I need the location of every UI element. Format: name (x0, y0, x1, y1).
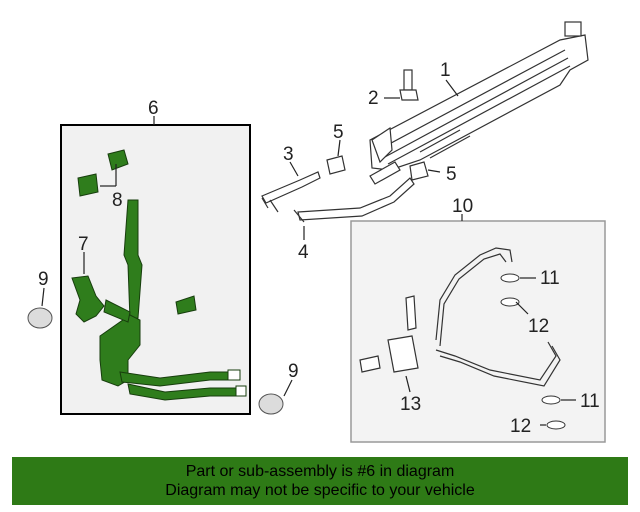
seal-part-12a[interactable] (500, 297, 520, 307)
oil-cooler-part-1[interactable] (369, 21, 589, 185)
oil-cooler-line-assembly[interactable] (99, 199, 241, 401)
callout-1: 1 (440, 60, 451, 81)
bolt-part-2[interactable] (399, 69, 419, 101)
grommet-part-9a[interactable] (27, 307, 53, 329)
seal-part-12b[interactable] (546, 420, 566, 430)
callout-3: 3 (283, 144, 294, 165)
callout-7: 7 (78, 234, 89, 255)
clamp-part-5a[interactable] (326, 155, 346, 175)
fitting-tip-1 (227, 369, 247, 397)
clip-small[interactable] (175, 295, 197, 315)
footer-line-2: Diagram may not be specific to your vehi… (165, 482, 475, 499)
callout-12a: 12 (528, 316, 549, 337)
o-ring-part-11a[interactable] (500, 273, 520, 283)
callout-5a: 5 (333, 122, 344, 143)
callout-11a: 11 (540, 268, 560, 289)
bracket-part-7[interactable] (71, 275, 105, 323)
clip-part-8[interactable] (77, 149, 129, 197)
callout-11b: 11 (580, 391, 600, 412)
footer-banner: Part or sub-assembly is #6 in diagram Di… (12, 457, 628, 505)
bracket-part-13[interactable] (359, 295, 419, 373)
callout-2: 2 (368, 88, 379, 109)
o-ring-part-11b[interactable] (541, 395, 561, 405)
callout-13: 13 (400, 394, 421, 415)
callout-4: 4 (298, 242, 309, 263)
callout-9a: 9 (38, 269, 49, 290)
sub-assembly-10-box[interactable] (350, 220, 606, 443)
callout-12b: 12 (510, 416, 531, 437)
footer-line-1: Part or sub-assembly is #6 in diagram (185, 463, 455, 480)
callout-9b: 9 (288, 361, 299, 382)
callout-5b: 5 (446, 164, 457, 185)
callout-6: 6 (148, 98, 159, 119)
grommet-part-9b[interactable] (258, 393, 284, 415)
callout-10: 10 (452, 196, 473, 217)
cooler-line-part-10[interactable] (435, 247, 561, 387)
hose-part-3[interactable] (261, 171, 321, 213)
callout-8: 8 (112, 190, 123, 211)
leader-lines (41, 79, 576, 426)
sub-assembly-6-box[interactable] (60, 124, 251, 415)
hose-part-4[interactable] (293, 177, 415, 223)
clamp-part-5b[interactable] (409, 161, 429, 181)
